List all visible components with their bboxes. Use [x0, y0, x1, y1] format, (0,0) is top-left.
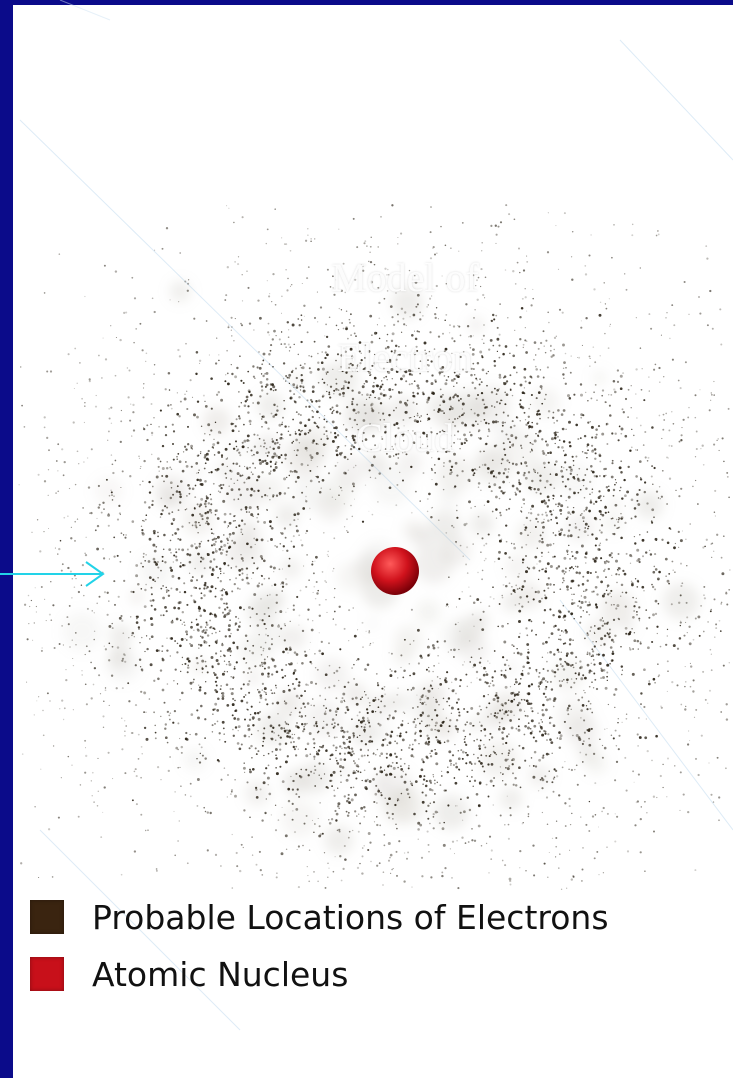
electron-swatch — [30, 900, 64, 934]
legend-label-electrons: Probable Locations of Electrons — [92, 898, 609, 937]
title-line-1: Model of — [331, 255, 479, 300]
title-line-3: Cloud — [356, 415, 454, 460]
left-frame-bar — [0, 0, 13, 1078]
pointer-arrow — [0, 561, 105, 587]
diagram-title: Model of Electron Cloud — [255, 238, 555, 478]
atomic-nucleus — [371, 547, 419, 595]
title-line-2: Electron — [337, 335, 473, 380]
nucleus-swatch — [30, 957, 64, 991]
electron-probability-dots — [18, 204, 731, 890]
top-frame-bar — [0, 0, 733, 5]
legend-label-nucleus: Atomic Nucleus — [92, 955, 349, 994]
